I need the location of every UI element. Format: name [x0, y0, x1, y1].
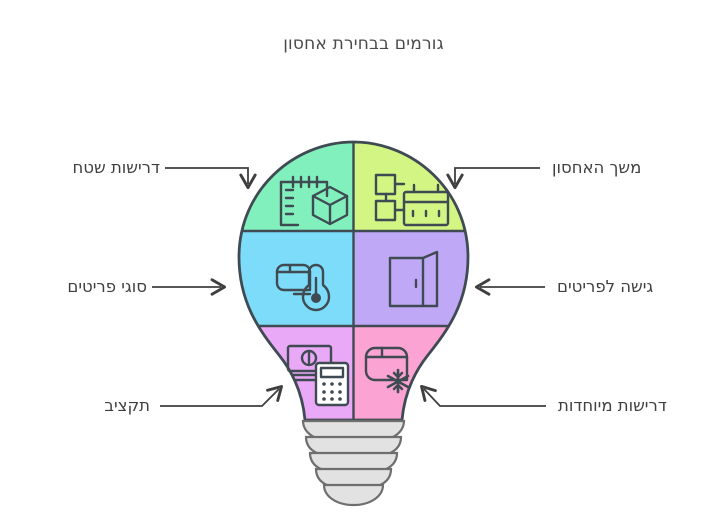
- segment-top-right-fill: [353, 142, 468, 231]
- label-budget: תקציב: [104, 396, 150, 415]
- box-and-thermometer-icon: [275, 263, 331, 312]
- ruler-and-box-icon: [279, 175, 349, 227]
- segment-top-left-fill: [239, 142, 354, 231]
- label-special-requirements: דרישות מיוחדות: [558, 396, 667, 415]
- label-space-requirements: דרישות שטח: [72, 158, 160, 177]
- label-item-access: גישה לפריטים: [557, 277, 654, 296]
- segment-middle-left-fill: [239, 231, 354, 326]
- box-and-snowflake-icon: [364, 346, 410, 394]
- segment-middle-right-fill: [353, 231, 468, 326]
- segment-bottom-right-fill: [353, 326, 468, 420]
- money-and-calculator-icon: [286, 344, 350, 407]
- door-icon: [388, 250, 439, 308]
- bulb-glass-segments: [239, 142, 468, 420]
- boxes-and-calendar-icon: [374, 173, 450, 227]
- bulb-screw-base: [301, 419, 406, 507]
- label-storage-duration: משך האחסון: [552, 158, 642, 177]
- page-title: גורמים בבחירת אחסון: [283, 34, 444, 54]
- label-item-types: סוגי פריטים: [67, 277, 147, 296]
